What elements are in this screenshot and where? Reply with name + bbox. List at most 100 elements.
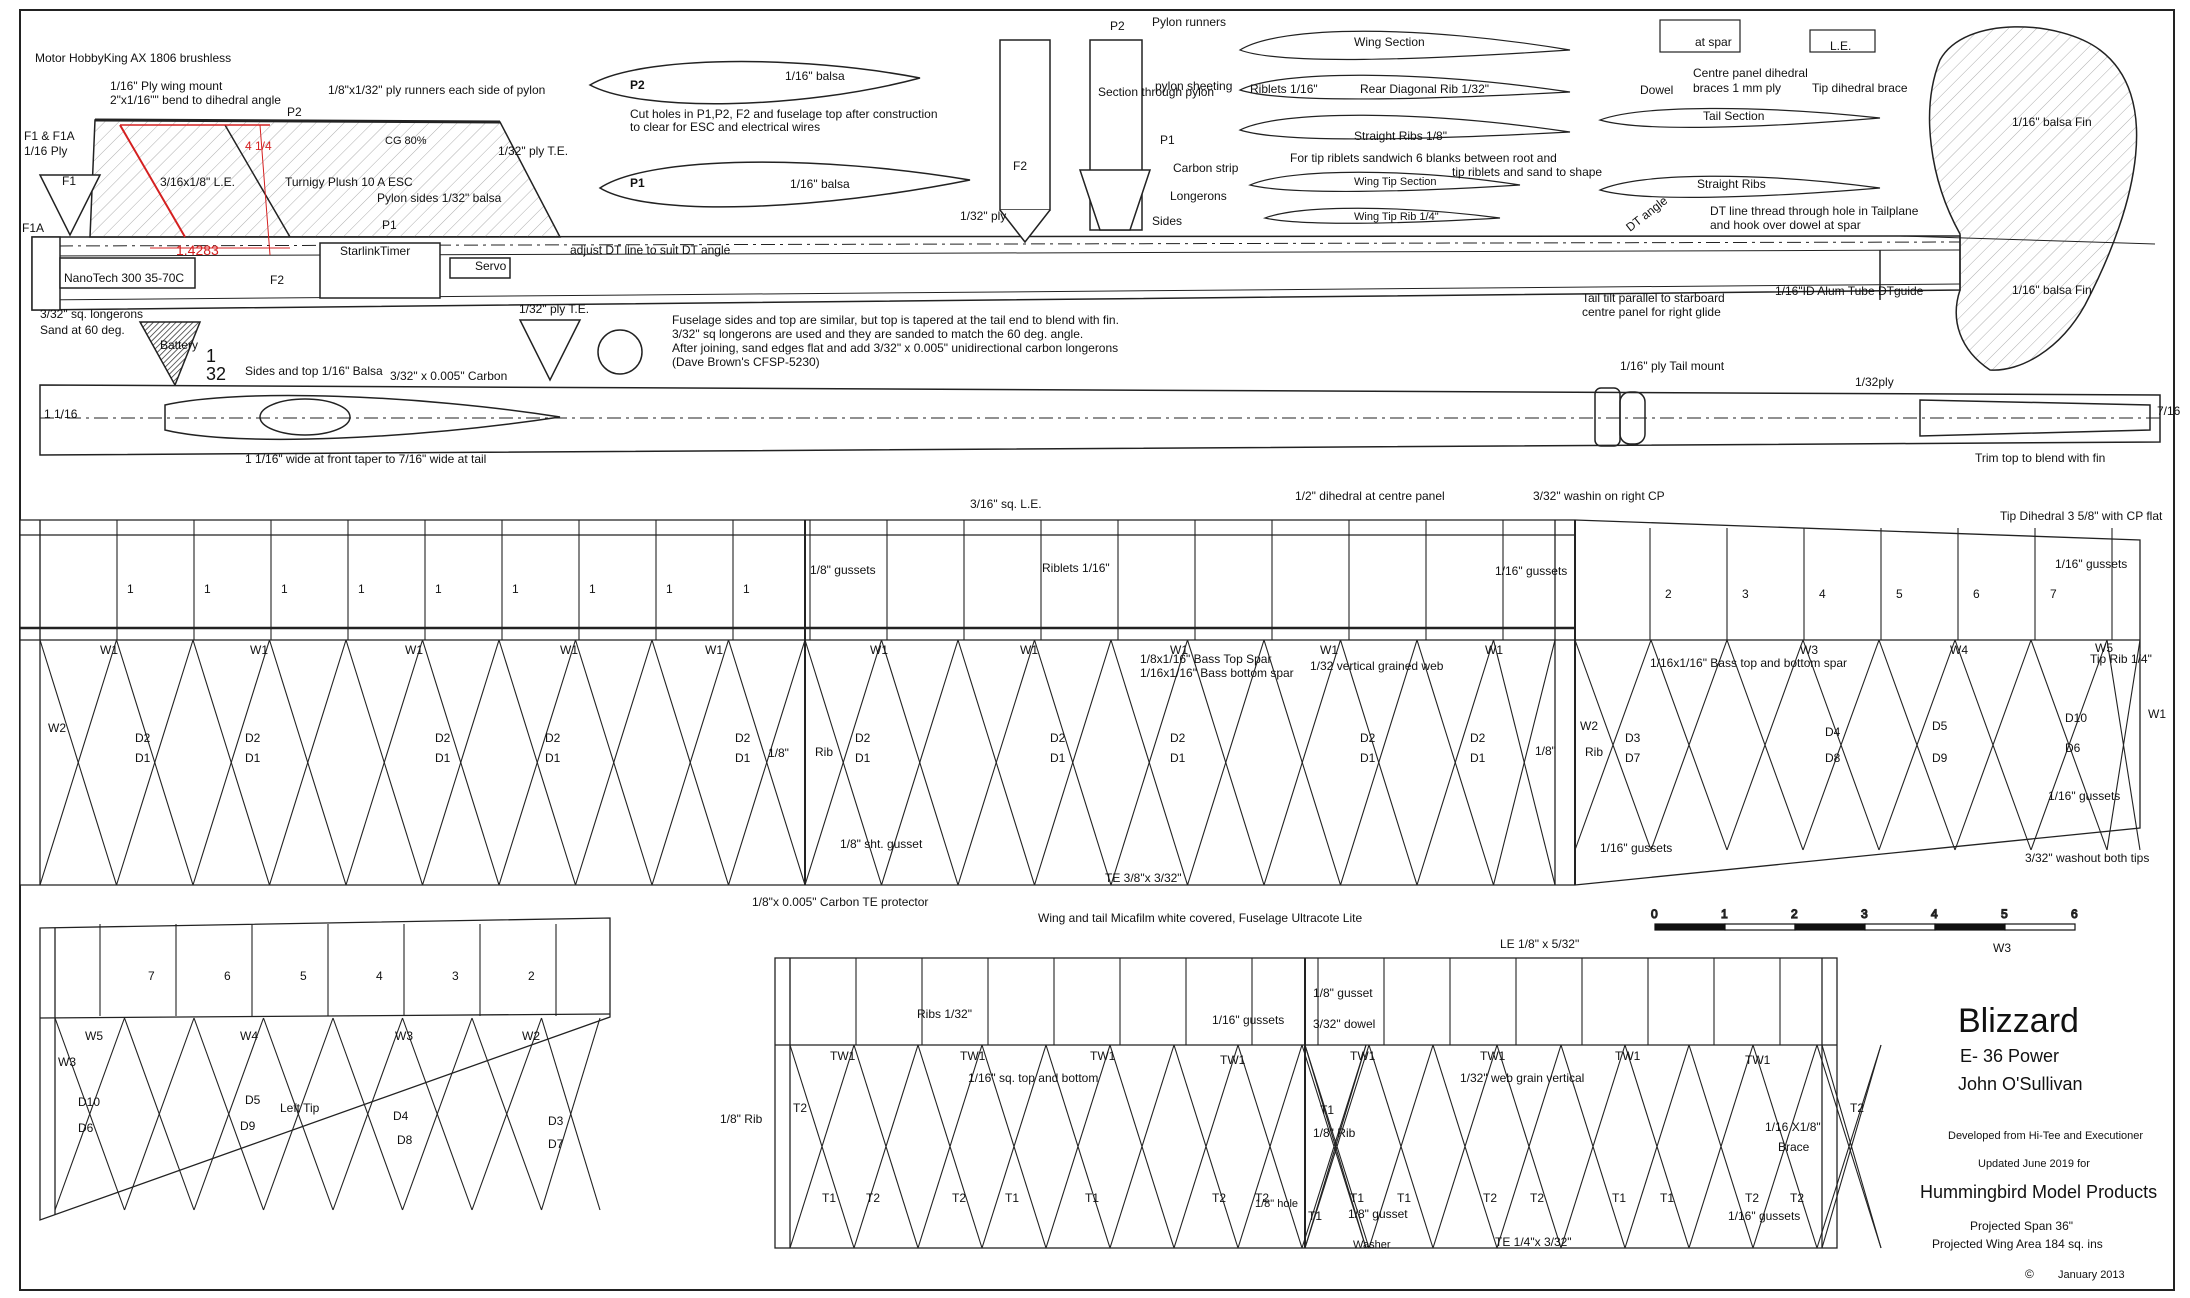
tail-diagonal: [981, 1044, 1047, 1249]
company-name: Hummingbird Model Products: [1920, 1182, 2157, 1202]
red-measure: 1.4283: [176, 242, 219, 258]
te-ply-label: 1/32" ply T.E.: [498, 144, 568, 158]
dt-angle-label: DT angle: [1623, 193, 1670, 234]
tail-t-label: T2: [1745, 1191, 1759, 1205]
pylon-p1-label: P1: [1160, 133, 1175, 147]
tail-tilt-2: centre panel for right glide: [1582, 305, 1721, 319]
pylon-sides-label: Pylon sides 1/32" balsa: [377, 191, 502, 205]
wing-diagonal: [1726, 639, 1804, 851]
tail-t-label: T2: [1212, 1191, 1226, 1205]
nanotech-label: NanoTech 300 35-70C: [64, 271, 184, 285]
fuse-note-4: (Dave Brown's CFSP-5230): [672, 355, 820, 369]
spar-2-label: 1/16x1/16" Bass bottom spar: [1140, 666, 1294, 680]
p2-balsa-label: 1/16" balsa: [785, 69, 845, 83]
scale-tick-label: 5: [2001, 907, 2008, 921]
tail-diagonal: [1173, 1044, 1239, 1249]
wing-diagonal: [727, 639, 806, 886]
le-label: 3/16x1/8" L.E.: [160, 175, 235, 189]
tail-t-label: T2: [1255, 1191, 1269, 1205]
adjust-dt-label: adjust DT line to suit DT angle: [570, 243, 731, 257]
tail-web-label: TW1: [1480, 1049, 1506, 1063]
plan-class: E- 36 Power: [1960, 1046, 2059, 1066]
gussets-label-2: 1/16" gussets: [1495, 564, 1567, 578]
dt-line-2: and hook over dowel at spar: [1710, 218, 1861, 232]
servo-label: Servo: [475, 259, 507, 273]
diagonal-label: D3: [1625, 731, 1641, 745]
web-label: W1: [100, 643, 118, 657]
tail-tilt-1: Tail tilt parallel to starboard: [1582, 291, 1725, 305]
tail-te-label: TE 1/4"x 3/32": [1495, 1235, 1572, 1249]
tail-diagonal: [1045, 1044, 1111, 1249]
diagonal-label: D6: [2065, 741, 2081, 755]
section-label: Section through pylon: [1098, 85, 1214, 99]
tail-web-label: TW1: [1220, 1053, 1246, 1067]
wing-diagonal: [1186, 639, 1265, 886]
tail-web-label: TW1: [1745, 1053, 1771, 1067]
rib-number: 1: [435, 582, 442, 596]
title-block: Blizzard E- 36 Power John O'Sullivan Dev…: [1920, 1002, 2157, 1281]
fraction-num: 1: [206, 346, 216, 366]
web-label: W1: [2148, 707, 2166, 721]
tail-t-label: T2: [1530, 1191, 1544, 1205]
width-note: 1 1/16" wide at front taper to 7/16" wid…: [245, 452, 486, 466]
tail-gusset-label: 1/8" gusset: [1313, 986, 1373, 1000]
scale-tick-label: 1: [1721, 907, 1728, 921]
web-label: W1: [560, 643, 578, 657]
scale-tick-label: 3: [1861, 907, 1868, 921]
diagonal-label: D1: [855, 751, 871, 765]
pylon-section-text: P2 Pylon runners Section through pylon p…: [1098, 15, 1239, 228]
tail-t-label: T2: [1790, 1191, 1804, 1205]
web-label: W3: [1800, 643, 1818, 657]
riblets-label: Riblets 1/16": [1250, 82, 1318, 96]
wing-diagonal: [1492, 639, 1556, 886]
tip-diagonal: [401, 1017, 473, 1211]
plan-date: January 2013: [2058, 1269, 2125, 1281]
tail-diagonal: [1816, 1044, 1882, 1249]
tail-web-label: TW1: [1090, 1049, 1116, 1063]
web-label: W1: [1170, 643, 1188, 657]
web-label: W1: [1020, 643, 1038, 657]
fuselage-top-view: [39, 384, 2161, 456]
tail-diagonal: [1688, 1044, 1754, 1249]
tail-diagonal: [917, 1044, 983, 1249]
diagonal-label: D5: [245, 1093, 261, 1107]
left-tip-title: Left Tip: [280, 1101, 320, 1115]
wing-te-label: TE 3/8"x 3/32": [1105, 871, 1182, 885]
sand60-label: Sand at 60 deg.: [40, 323, 125, 337]
f2-fuse-label: F2: [270, 273, 284, 287]
longerons-label: 3/32" sq. longerons: [40, 307, 143, 321]
diagonal-label: D1: [1170, 751, 1186, 765]
eighth-label-2: 1/8": [1535, 744, 1556, 758]
diagonal-label: D4: [393, 1109, 409, 1123]
tail-web-label: TW1: [1350, 1049, 1376, 1063]
te-ply2-label: 1/32" ply T.E.: [519, 302, 589, 316]
gussets-label-5: 1/16" gussets: [2048, 789, 2120, 803]
tail-straight-ribs: Straight Ribs: [1697, 177, 1766, 191]
updated-note: Updated June 2019 for: [1978, 1158, 2090, 1170]
alum-tube-label: 1/16"ID Alum Tube DTguide: [1775, 284, 1924, 298]
tail-le-plan-label: LE 1/8" x 5/32": [1500, 937, 1579, 951]
dowel-label: Dowel: [1640, 83, 1673, 97]
tail-diagonal: [1237, 1044, 1303, 1249]
tip-spars-label: 1/16x1/16" Bass top and bottom spar: [1650, 656, 1847, 670]
sht-gusset-label: 1/8" sht. gusset: [840, 837, 923, 851]
rear-diag-label: Rear Diagonal Rib 1/32": [1360, 82, 1489, 96]
wing-diagonal: [651, 639, 730, 886]
diagonal-label: D8: [1825, 751, 1841, 765]
web-label: W5: [2095, 641, 2113, 655]
trim-top-label: Trim top to blend with fin: [1975, 451, 2105, 465]
f1-f1a-label: F1 & F1A: [24, 129, 75, 143]
at-spar-label: at spar: [1695, 35, 1732, 49]
wing-diagonal: [1802, 639, 1880, 851]
web-label: W1: [1320, 643, 1338, 657]
tail-diagonal: [1821, 1044, 1882, 1249]
motor-label: Motor HobbyKing AX 1806 brushless: [35, 51, 231, 65]
wing-plan-view: [19, 519, 2141, 886]
eighth-label-1: 1/8": [768, 746, 789, 760]
rib-label-1: Rib: [815, 745, 833, 759]
carbon-strip-label: Carbon strip: [1173, 161, 1239, 175]
diagonal-label: D7: [548, 1137, 564, 1151]
diagonal-label: D2: [1170, 731, 1186, 745]
rib-number: 1: [281, 582, 288, 596]
tail-web-label: TW1: [960, 1049, 986, 1063]
